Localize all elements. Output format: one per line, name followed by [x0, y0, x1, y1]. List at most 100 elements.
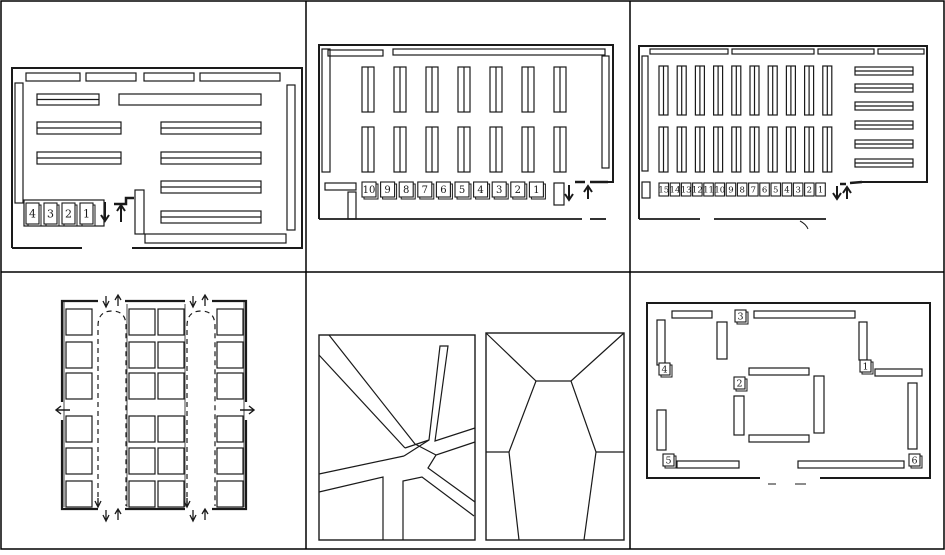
- panel-a-top-fixture-2: [85, 72, 137, 82]
- checkout-box: [703, 182, 714, 197]
- checkout-box: [908, 453, 921, 467]
- panel-b-entry-arrow: [583, 184, 593, 199]
- panel-e-sketch-left: [318, 334, 476, 541]
- checkout-b-8: 2: [510, 181, 528, 200]
- fixture-block-4: [65, 447, 93, 475]
- panel-c-top-fixture-2: [731, 48, 815, 55]
- checkout-shadow: [861, 361, 874, 375]
- checkout-shadow: [81, 204, 96, 227]
- checkout-number: 4: [477, 185, 483, 196]
- checkout-c-3: 12: [692, 182, 703, 197]
- panel-e-right-frame: [485, 332, 625, 541]
- checkout-c-8: 7: [748, 182, 759, 197]
- checkout-box: [510, 181, 526, 198]
- checkout-number: 3: [737, 311, 743, 322]
- fixture-block-19: [216, 341, 244, 369]
- checkout-number: 4: [29, 207, 36, 220]
- checkout-shadow: [419, 183, 435, 200]
- checkout-shadow: [530, 183, 546, 200]
- panel-d-top-arrow-up-2: [201, 293, 209, 306]
- checkout-box: [804, 182, 815, 197]
- checkout-number: 1: [83, 207, 90, 220]
- checkout-a-0: 4: [25, 202, 42, 227]
- checkout-c-7: 8: [736, 182, 748, 197]
- checkout-box: [770, 182, 782, 197]
- panel-f-island-left: [733, 395, 745, 436]
- panel-d-top-arrow-up-1: [114, 293, 122, 306]
- panel-e-right-line-2: [486, 380, 537, 453]
- checkout-a-3: 1: [79, 202, 96, 227]
- checkout-number: 9: [384, 185, 390, 196]
- checkout-box: [669, 182, 681, 197]
- panel-b-right-fixture: [601, 55, 610, 169]
- checkout-box: [528, 181, 544, 198]
- checkout-c-12: 3: [792, 182, 804, 197]
- panel-e-left-line-4: [318, 476, 384, 540]
- panel-e-left-line-5: [403, 345, 476, 457]
- panel-e-left-line-6: [427, 441, 476, 503]
- checkout-c-4: 11: [703, 182, 714, 197]
- panel-f-fixture-left-upper: [656, 319, 666, 366]
- panel-a-gondola-2: [118, 93, 262, 106]
- checkout-number: 13: [681, 186, 692, 196]
- checkout-shadow: [512, 183, 528, 200]
- checkout-b-5: 5: [454, 181, 472, 200]
- checkout-f-5: 6: [908, 453, 923, 469]
- checkout-number: 2: [807, 186, 812, 196]
- panel-d-wall-bottom-left: [60, 420, 98, 511]
- checkout-box: [61, 202, 76, 225]
- checkout-number: 2: [515, 185, 521, 196]
- checkout-number: 14: [670, 186, 681, 196]
- checkout-number: 11: [703, 186, 714, 196]
- fixture-block-22: [216, 447, 244, 475]
- panel-c-entry-arrow: [842, 185, 852, 199]
- checkout-b-0: 10: [361, 181, 379, 200]
- checkout-box: [435, 181, 451, 198]
- panel-e-left-line-1: [328, 334, 416, 445]
- panel-d-flow-arrow-2: [183, 498, 191, 509]
- panel-e-left-line-3: [318, 455, 405, 475]
- checkout-number: 6: [440, 185, 446, 196]
- panel-f-wall: [646, 302, 931, 479]
- checkout-shadow: [910, 455, 923, 469]
- checkout-number: 8: [403, 185, 409, 196]
- panel-f-fixture-top-left: [671, 310, 713, 319]
- checkout-box: [736, 182, 748, 197]
- checkout-box: [748, 182, 759, 197]
- panel-d-wall-top-right: [212, 299, 248, 402]
- checkout-box: [734, 309, 747, 323]
- panel-d-right-exit-arrow: [240, 405, 256, 415]
- panel-d-circulation-path-1: [97, 310, 127, 506]
- panel-a-wall: [11, 67, 303, 249]
- fixture-block-13: [157, 341, 185, 369]
- checkout-shadow: [437, 183, 453, 200]
- fixture-block-3: [65, 415, 93, 443]
- fixture-block-15: [157, 415, 185, 443]
- checkout-box: [398, 181, 414, 198]
- checkout-c-10: 5: [770, 182, 782, 197]
- fixture-block-10: [128, 447, 156, 475]
- checkout-number: 5: [773, 186, 778, 196]
- panel-d-circulation-path-2: [186, 310, 216, 506]
- checkout-box: [491, 181, 507, 198]
- checkout-b-9: 1: [528, 181, 546, 200]
- panel-d-top-arrow-down-1: [102, 296, 110, 309]
- fixture-block-23: [216, 480, 244, 508]
- panel-b-top-fixture-1: [327, 49, 384, 57]
- fixture-block-8: [128, 372, 156, 400]
- checkout-shadow: [382, 183, 398, 200]
- checkout-number: 5: [459, 185, 465, 196]
- panel-a-entry-arrow: [116, 203, 126, 222]
- checkout-shadow: [664, 455, 677, 469]
- checkout-shadow: [493, 183, 509, 200]
- panel-f-fixture-inner-left: [716, 321, 728, 360]
- checkout-f-0: 3: [734, 309, 749, 325]
- checkout-a-1: 3: [43, 202, 60, 227]
- checkout-box: [733, 376, 746, 390]
